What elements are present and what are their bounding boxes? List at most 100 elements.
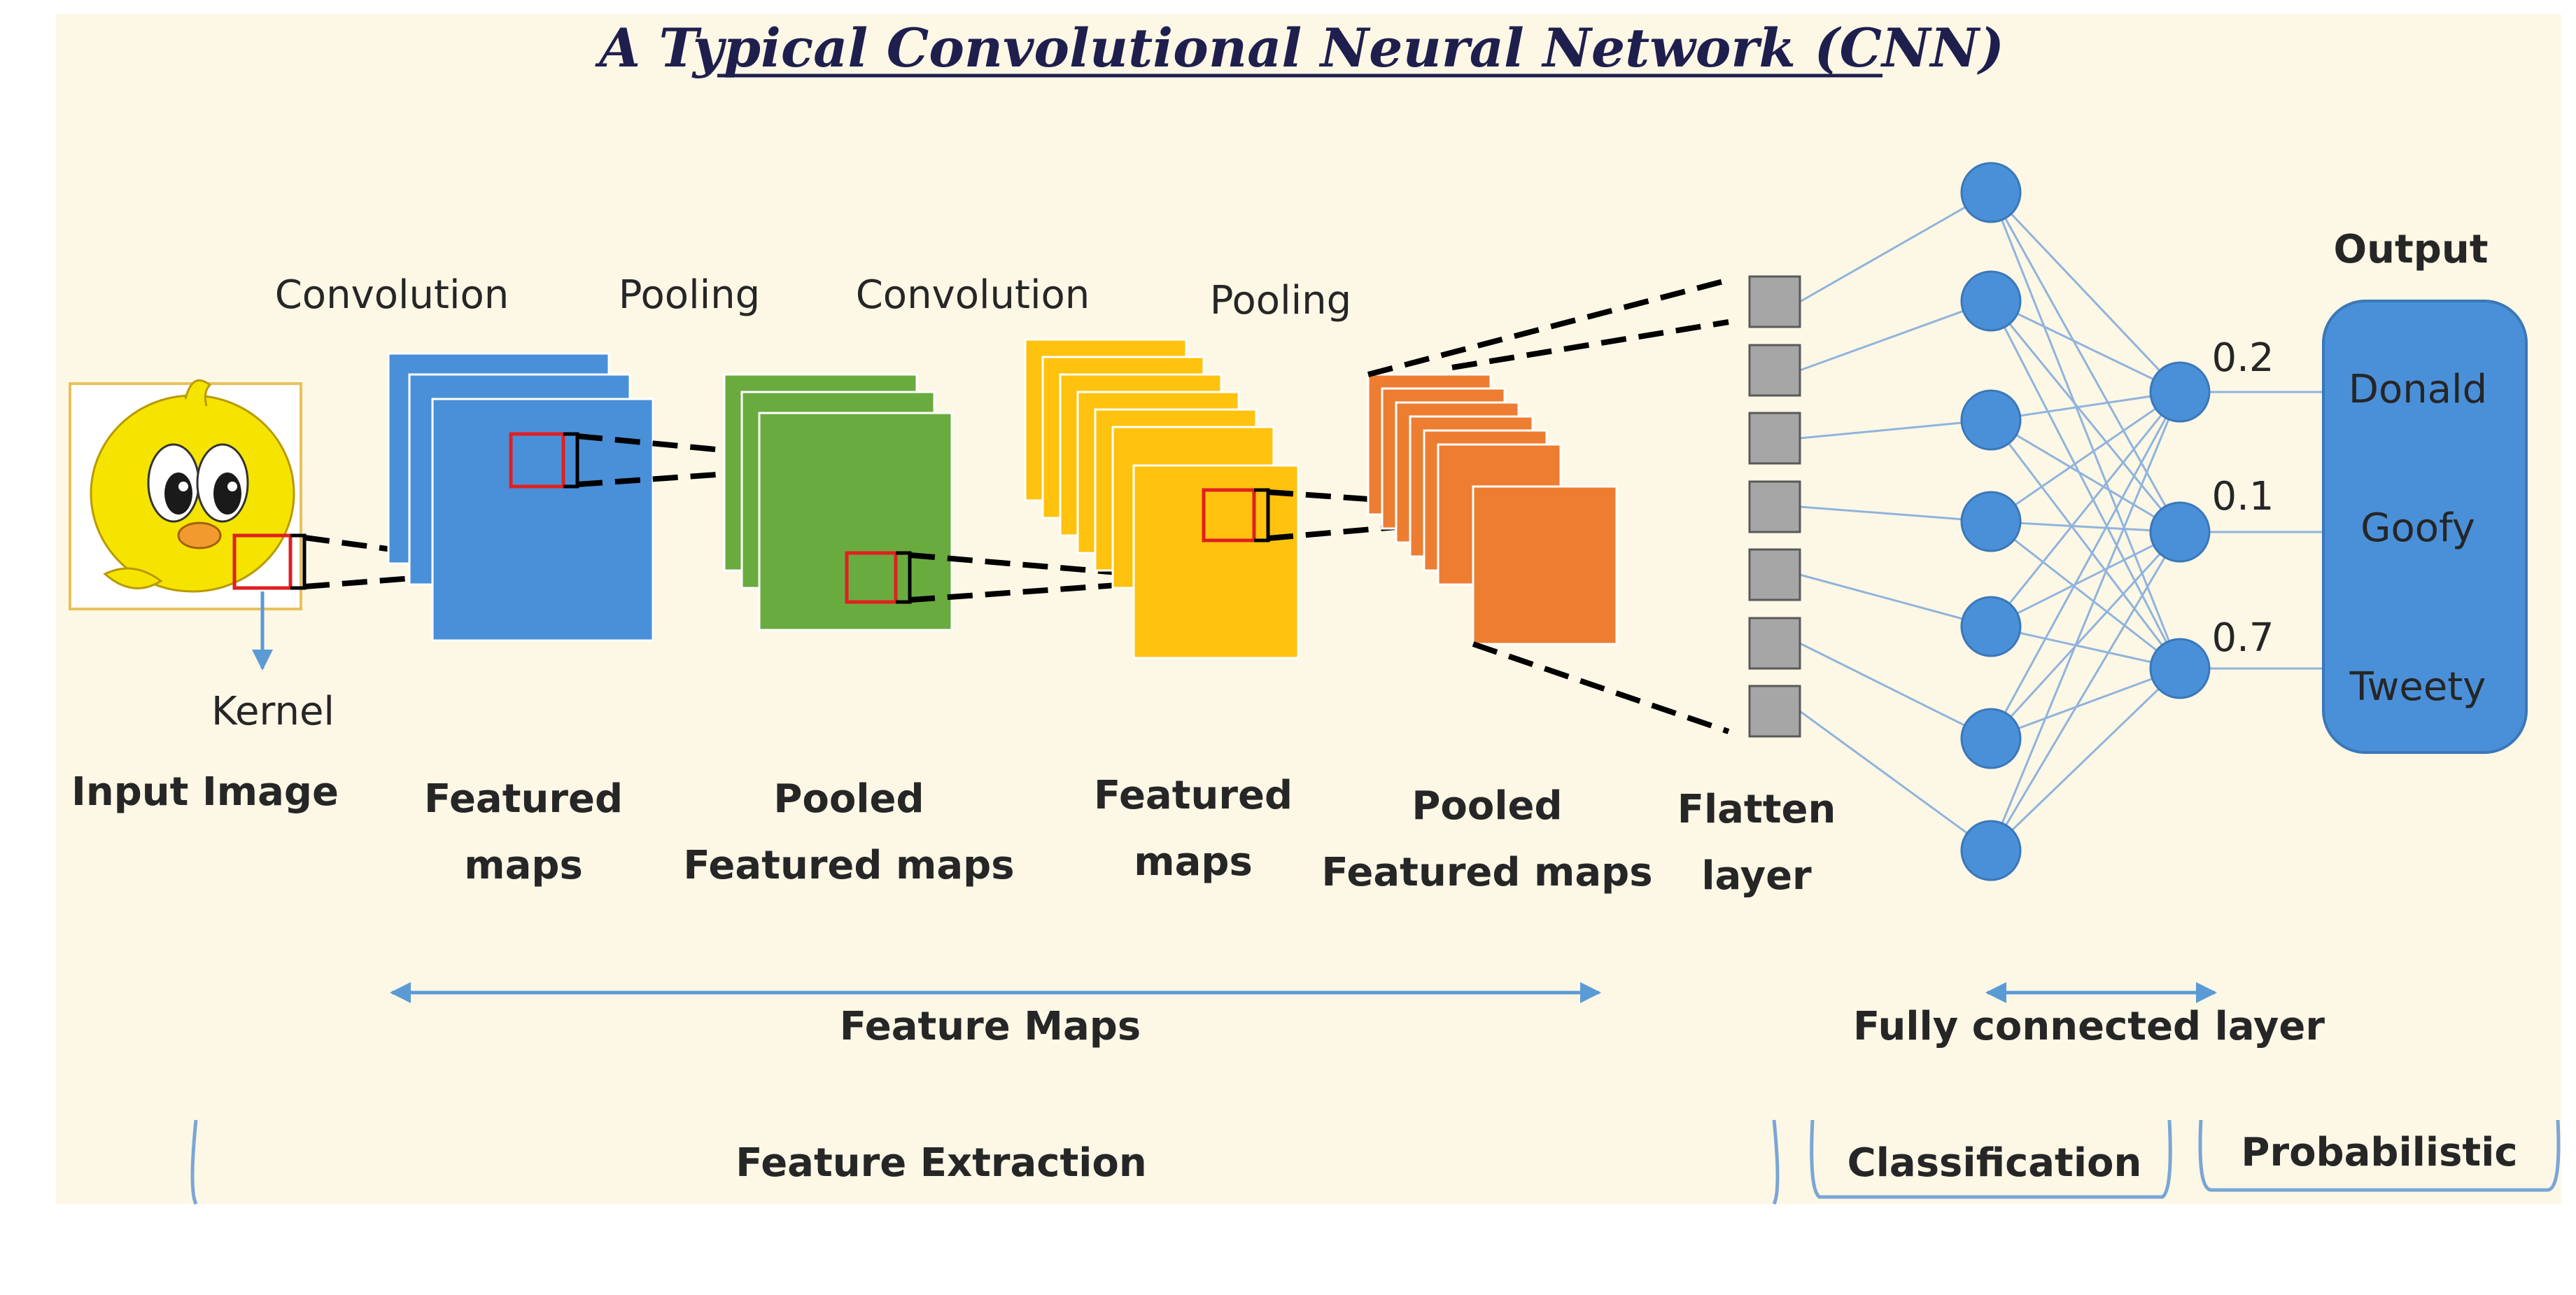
flatten-unit <box>1748 344 1801 397</box>
conv1-kernel-bracket <box>563 432 579 489</box>
connection-hidden-output <box>1990 391 2181 627</box>
connection-flatten-hidden <box>1799 573 1992 628</box>
flatten-unit <box>1748 412 1801 465</box>
label-feature-maps: Feature Maps <box>840 1004 1141 1049</box>
hidden-neuron <box>1960 820 2022 881</box>
label-fully-connected: Fully connected layer <box>1853 1004 2325 1049</box>
hidden-neuron <box>1960 389 2022 451</box>
label-flatten-line1: Flatten <box>1677 787 1836 832</box>
neuron-layers <box>1960 162 2211 881</box>
label-featured-maps-2-line2: maps <box>1134 839 1253 885</box>
connection-hidden-output <box>1990 520 2181 670</box>
hidden-neuron <box>1960 270 2022 332</box>
pool1-kernel-square <box>845 551 898 604</box>
output-class-goofy: Goofy <box>2360 505 2475 551</box>
hidden-neuron <box>1960 491 2022 552</box>
label-convolution-1: Convolution <box>275 272 509 318</box>
connection-flatten-hidden <box>1799 710 1992 852</box>
pool1-feature-map-stack <box>723 373 953 631</box>
label-pooled-2-line2: Featured maps <box>1321 850 1652 895</box>
label-featured-maps-2-line1: Featured <box>1094 773 1293 818</box>
connection-hidden-output <box>1990 391 2181 851</box>
connection-flatten-hidden <box>1799 505 1992 523</box>
pool2-feature-map-stack <box>1367 373 1618 645</box>
flatten-layer <box>1748 275 1801 738</box>
dash-conv1-pool1-bottom <box>577 463 847 487</box>
output-class-donald: Donald <box>2349 367 2487 412</box>
connection-hidden-output <box>1990 531 2181 628</box>
label-convolution-2: Convolution <box>856 272 1090 318</box>
output-class-tweety: Tweety <box>2349 664 2486 710</box>
conv1-kernel-square <box>509 432 565 489</box>
probabilistic-bracket <box>2198 1119 2561 1192</box>
feature-extraction-bracket <box>190 1119 1780 1205</box>
input-image <box>69 379 302 610</box>
label-pooled-1-line2: Featured maps <box>683 843 1014 888</box>
classification-bracket <box>1810 1119 2172 1199</box>
dash-conv1-pool1-top <box>577 433 847 465</box>
output-neuron <box>2149 361 2211 423</box>
dash-pool2-flatten-2 <box>1451 319 1729 370</box>
connection-flatten-hidden <box>1799 419 1992 440</box>
input-kernel-bracket <box>290 533 307 590</box>
connection-hidden-output <box>1990 531 2181 851</box>
input-kernel-square <box>232 533 293 590</box>
flatten-unit <box>1748 617 1801 670</box>
connection-hidden-output <box>1990 391 2181 739</box>
label-featured-maps-1-line1: Featured <box>424 776 623 822</box>
output-heading: Output <box>2334 227 2489 272</box>
flatten-unit <box>1748 275 1801 328</box>
label-featured-maps-1-line2: maps <box>464 843 583 888</box>
connection-hidden-output <box>1990 300 2181 393</box>
connection-hidden-output <box>1990 300 2181 533</box>
conv1-feature-map-stack <box>387 352 654 642</box>
conv2-kernel-square <box>1202 488 1256 542</box>
connection-hidden-output <box>1990 391 2181 421</box>
connection-hidden-output <box>1990 192 2181 669</box>
kernel-label: Kernel <box>211 689 335 734</box>
diagram-title: A Typical Convolutional Neural Network (… <box>595 17 2004 79</box>
label-flatten-line2: layer <box>1701 853 1812 899</box>
network-connections <box>1799 191 2323 852</box>
connection-hidden-output <box>1990 667 2181 852</box>
label-classification: Classification <box>1847 1140 2142 1186</box>
connection-flatten-hidden <box>1799 300 1992 372</box>
pool1-kernel-bracket <box>896 551 912 604</box>
label-input-image: Input Image <box>71 769 339 815</box>
output-box <box>2322 300 2528 754</box>
conv2-kernel-bracket <box>1254 488 1270 542</box>
hidden-neuron <box>1960 708 2022 769</box>
dash-pool2-flatten-1 <box>1367 277 1730 377</box>
connection-flatten-hidden <box>1799 191 1992 303</box>
connection-hidden-output <box>1990 192 2181 533</box>
connection-hidden-output <box>1990 300 2181 669</box>
dash-pool2-flatten-3 <box>1472 641 1730 734</box>
flatten-unit <box>1748 480 1801 533</box>
connection-hidden-output <box>1990 625 2181 670</box>
probability-donald: 0.2 <box>2211 335 2274 381</box>
connection-hidden-output <box>1990 191 2181 393</box>
label-pooled-2-line1: Pooled <box>1412 783 1562 829</box>
probability-goofy: 0.1 <box>2211 474 2274 519</box>
hidden-neuron <box>1960 162 2022 223</box>
probability-tweety: 0.7 <box>2211 615 2274 661</box>
connection-flatten-hidden <box>1799 642 1992 740</box>
output-neuron <box>2149 638 2211 699</box>
dash-pool1-conv2-bottom <box>909 578 1176 603</box>
label-pooled-1-line1: Pooled <box>773 776 924 822</box>
label-feature-extraction: Feature Extraction <box>736 1140 1147 1186</box>
connection-hidden-output <box>1990 531 2181 740</box>
flatten-unit <box>1748 685 1801 738</box>
connection-hidden-output <box>1990 391 2181 523</box>
connection-hidden-output <box>1990 667 2181 740</box>
label-pooling-2: Pooling <box>1210 278 1351 323</box>
connection-hidden-output <box>1990 419 2181 533</box>
output-neuron <box>2149 501 2211 563</box>
flatten-unit <box>1748 548 1801 601</box>
connection-hidden-output <box>1990 419 2181 669</box>
dash-pool1-conv2-top <box>909 552 1176 580</box>
hidden-neuron <box>1960 596 2022 657</box>
connection-hidden-output <box>1990 520 2181 533</box>
